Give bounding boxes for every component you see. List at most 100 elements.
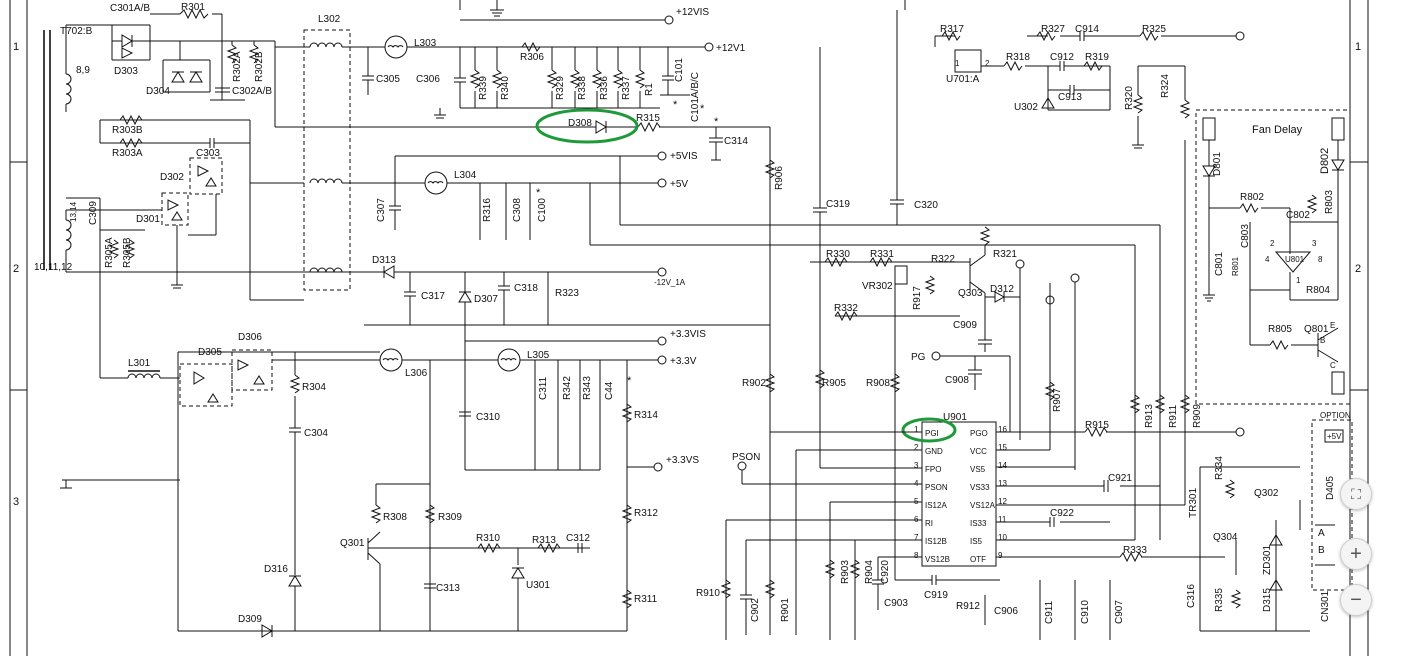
q801-pin-e: E [1330, 321, 1335, 330]
label-r302a: R302A [232, 51, 243, 82]
label-r908: R908 [866, 378, 890, 389]
u801-pin8: 8 [1318, 255, 1323, 264]
label-c907: C907 [1114, 600, 1125, 624]
zoom-out-button[interactable]: − [1340, 584, 1372, 616]
label-c903: C903 [884, 598, 908, 609]
label-u301: U301 [526, 580, 550, 591]
transformer-t702: T702:B 8,9 13,14 10,11,12 [34, 25, 93, 273]
label-c320: C320 [914, 200, 938, 211]
label-c919: C919 [924, 590, 948, 601]
u901-pin-name: FPO [925, 465, 941, 474]
fit-screen-button[interactable]: ⛶ [1340, 478, 1372, 510]
label-tr301: TR301 [1188, 488, 1199, 518]
label-r339: R339 [478, 76, 489, 100]
label-r907: R907 [1052, 388, 1063, 412]
label-3v3vs: +3.3VS [666, 455, 699, 466]
label-c308: C308 [512, 198, 523, 222]
label-r320: R320 [1124, 86, 1135, 110]
label-option-5v: +5V [1327, 432, 1342, 441]
label-r337: R337 [621, 76, 632, 100]
label-d304: D304 [146, 86, 170, 97]
label-c313: C313 [436, 583, 460, 594]
label-r305b: R305B [122, 237, 133, 268]
u701-pin2: 2 [985, 59, 990, 68]
label-c921: C921 [1108, 473, 1132, 484]
feedback-opto: R317 U701:A 1 2 R318 R327 C914 R325 C912… [934, 24, 1245, 149]
label-r304: R304 [302, 382, 326, 393]
label-c309: C309 [88, 201, 99, 225]
label-r904: R904 [864, 560, 875, 584]
u901-pin-number: 10 [998, 533, 1007, 542]
label-c913: C913 [1058, 92, 1082, 103]
zoom-in-button[interactable]: + [1340, 538, 1372, 570]
label-r901: R901 [780, 598, 791, 622]
zoom-out-icon: − [1350, 588, 1362, 611]
label-c802: C802 [1286, 210, 1310, 221]
label-r315: R315 [636, 113, 660, 124]
label-r308: R308 [383, 512, 407, 523]
resistor-bank-element [546, 69, 558, 89]
label-c911: C911 [1044, 600, 1055, 624]
label-r303a: R303A [112, 148, 143, 159]
u901-pin-number: 16 [998, 425, 1007, 434]
label-r317: R317 [940, 24, 964, 35]
label-r318: R318 [1006, 52, 1030, 63]
label-r342: R342 [562, 376, 573, 400]
u901-pin-name: IS5 [970, 537, 983, 546]
label-l305: L305 [527, 350, 550, 361]
label-winding-8-9: 8,9 [76, 65, 90, 76]
label-d303: D303 [114, 66, 138, 77]
label-c801: C801 [1214, 252, 1225, 276]
rail-3v3: +3.3VIS L301 D305 D306 R304 C304 L306 L3… [60, 272, 706, 631]
label-d313: D313 [372, 255, 396, 266]
u901-pin-name: VS12B [925, 555, 950, 564]
label-r917: R917 [912, 286, 923, 310]
label-c310: C310 [476, 412, 500, 423]
label-r913: R913 [1144, 404, 1155, 428]
label-c910: C910 [1080, 600, 1091, 624]
label-q801: Q801 [1304, 324, 1329, 335]
label-option-b: B [1318, 545, 1325, 556]
u901-pin-number: 9 [998, 551, 1003, 560]
label-option-a: A [1318, 528, 1325, 539]
label-c912: C912 [1050, 52, 1074, 63]
u901-pin-name: IS12A [925, 501, 947, 510]
label-r911: R911 [1168, 404, 1179, 428]
label-c305: C305 [376, 74, 400, 85]
label-r915: R915 [1085, 420, 1109, 431]
u801-pin3: 3 [1312, 239, 1317, 248]
label-c306: C306 [416, 74, 440, 85]
label-d308: D308 [568, 118, 592, 129]
row-label-2: 2 [13, 263, 19, 275]
label-c311: C311 [538, 376, 549, 400]
resistor-bank-element [591, 69, 603, 89]
label-d801: D801 [1212, 152, 1223, 176]
label-r905: R905 [822, 378, 846, 389]
label-c303: C303 [196, 148, 220, 159]
label-d306: D306 [238, 332, 262, 343]
row-label-1-right: 1 [1355, 41, 1361, 53]
label-r802: R802 [1240, 192, 1264, 203]
label-r906: R906 [774, 166, 785, 190]
label-r912: R912 [956, 601, 980, 612]
label-r321: R321 [993, 249, 1017, 260]
label-r336: R336 [599, 76, 610, 100]
asterisk-3: * [714, 116, 719, 128]
u901-pin-name: IS33 [970, 519, 987, 528]
label-5v: +5V [670, 179, 688, 190]
q801-pin-b: B [1320, 336, 1325, 345]
label-l301: L301 [128, 358, 151, 369]
label-c318: C318 [514, 283, 538, 294]
label-r311: R311 [634, 594, 658, 605]
label-l304: L304 [454, 170, 477, 181]
highlight-d308 [535, 108, 639, 144]
label-l303: L303 [414, 38, 437, 49]
row-label-3: 3 [13, 496, 19, 508]
label-d307: D307 [474, 294, 498, 305]
label-c101abc: C101A/B/C [690, 72, 701, 122]
resistor-bank-element [491, 69, 503, 89]
label-l306: L306 [405, 368, 428, 379]
